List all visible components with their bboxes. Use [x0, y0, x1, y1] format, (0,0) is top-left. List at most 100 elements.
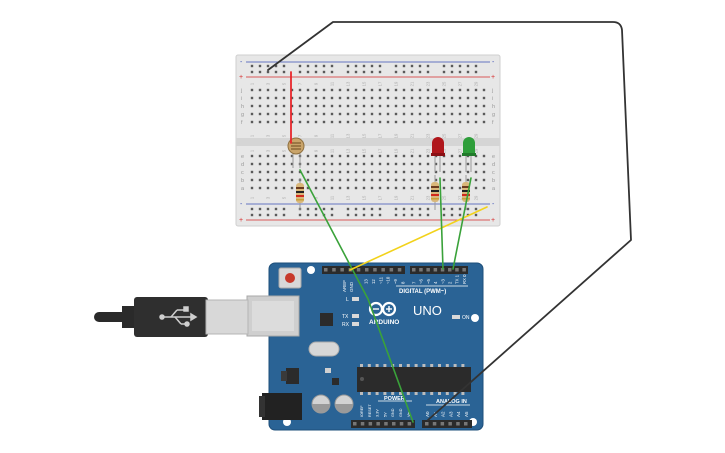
breadboard-hole[interactable] — [330, 162, 334, 166]
rail-hole[interactable] — [354, 70, 358, 74]
breadboard-hole[interactable] — [314, 178, 318, 182]
breadboard-hole[interactable] — [290, 120, 294, 124]
rail-hole[interactable] — [362, 70, 366, 74]
rail-hole[interactable] — [466, 70, 470, 74]
header-pin[interactable] — [456, 422, 460, 426]
breadboard-hole[interactable] — [290, 154, 294, 158]
breadboard-hole[interactable] — [370, 154, 374, 158]
breadboard-hole[interactable] — [258, 162, 262, 166]
breadboard-hole[interactable] — [322, 186, 326, 190]
breadboard-hole[interactable] — [282, 178, 286, 182]
rail-hole[interactable] — [394, 64, 398, 68]
rail-hole[interactable] — [354, 64, 358, 68]
breadboard-hole[interactable] — [458, 120, 462, 124]
breadboard-hole[interactable] — [250, 170, 254, 174]
rail-hole[interactable] — [306, 207, 310, 211]
breadboard-hole[interactable] — [354, 104, 358, 108]
header-pin[interactable] — [365, 268, 369, 272]
breadboard-hole[interactable] — [290, 112, 294, 116]
breadboard-hole[interactable] — [402, 162, 406, 166]
rail-hole[interactable] — [346, 213, 350, 217]
breadboard-hole[interactable] — [322, 104, 326, 108]
breadboard-hole[interactable] — [450, 88, 454, 92]
rail-hole[interactable] — [274, 207, 278, 211]
breadboard-hole[interactable] — [346, 162, 350, 166]
breadboard-hole[interactable] — [322, 120, 326, 124]
header-pin[interactable] — [368, 422, 373, 426]
breadboard-hole[interactable] — [386, 178, 390, 182]
breadboard-hole[interactable] — [466, 96, 470, 100]
breadboard-hole[interactable] — [258, 112, 262, 116]
rail-hole[interactable] — [314, 213, 318, 217]
rail-hole[interactable] — [426, 70, 430, 74]
breadboard-hole[interactable] — [394, 88, 398, 92]
rail-hole[interactable] — [474, 213, 478, 217]
rail-hole[interactable] — [266, 64, 270, 68]
rail-hole[interactable] — [314, 70, 318, 74]
header-pin[interactable] — [419, 268, 423, 272]
breadboard-hole[interactable] — [442, 186, 446, 190]
rail-hole[interactable] — [346, 64, 350, 68]
rail-hole[interactable] — [306, 64, 310, 68]
breadboard-hole[interactable] — [298, 170, 302, 174]
rail-hole[interactable] — [418, 213, 422, 217]
rail-hole[interactable] — [418, 70, 422, 74]
rail-hole[interactable] — [274, 213, 278, 217]
breadboard-hole[interactable] — [386, 154, 390, 158]
rail-hole[interactable] — [282, 213, 286, 217]
breadboard-hole[interactable] — [418, 162, 422, 166]
breadboard-hole[interactable] — [354, 120, 358, 124]
breadboard-hole[interactable] — [306, 104, 310, 108]
breadboard-hole[interactable] — [330, 88, 334, 92]
rail-hole[interactable] — [378, 64, 382, 68]
rail-hole[interactable] — [442, 213, 446, 217]
rail-hole[interactable] — [362, 64, 366, 68]
breadboard-hole[interactable] — [306, 112, 310, 116]
breadboard-hole[interactable] — [474, 96, 478, 100]
breadboard-hole[interactable] — [426, 120, 430, 124]
header-pin[interactable] — [360, 422, 365, 426]
breadboard-hole[interactable] — [426, 178, 430, 182]
breadboard-hole[interactable] — [314, 104, 318, 108]
header-pin[interactable] — [384, 422, 388, 426]
breadboard-hole[interactable] — [394, 96, 398, 100]
rail-hole[interactable] — [354, 213, 358, 217]
breadboard-hole[interactable] — [474, 186, 478, 190]
breadboard-hole[interactable] — [282, 112, 286, 116]
breadboard-hole[interactable] — [458, 162, 462, 166]
rail-hole[interactable] — [266, 213, 270, 217]
breadboard-hole[interactable] — [458, 178, 462, 182]
breadboard-hole[interactable] — [394, 112, 398, 116]
breadboard-hole[interactable] — [250, 112, 254, 116]
breadboard-hole[interactable] — [378, 120, 382, 124]
breadboard-hole[interactable] — [338, 186, 342, 190]
header-pin[interactable] — [440, 268, 445, 272]
breadboard-hole[interactable] — [322, 96, 326, 100]
rail-hole[interactable] — [370, 70, 374, 74]
rail-hole[interactable] — [394, 213, 398, 217]
breadboard-hole[interactable] — [410, 120, 414, 124]
breadboard-hole[interactable] — [282, 162, 286, 166]
rail-hole[interactable] — [370, 213, 374, 217]
breadboard-hole[interactable] — [474, 178, 478, 182]
breadboard-hole[interactable] — [426, 170, 430, 174]
breadboard-hole[interactable] — [482, 154, 486, 158]
rail-hole[interactable] — [330, 207, 334, 211]
rail-hole[interactable] — [298, 64, 302, 68]
breadboard-hole[interactable] — [386, 186, 390, 190]
rail-hole[interactable] — [402, 207, 406, 211]
breadboard-hole[interactable] — [442, 170, 446, 174]
wire-black-gnd-loop[interactable] — [267, 21, 632, 421]
breadboard-hole[interactable] — [386, 112, 390, 116]
breadboard-hole[interactable] — [402, 88, 406, 92]
rail-hole[interactable] — [410, 70, 414, 74]
rail-hole[interactable] — [370, 64, 374, 68]
breadboard-hole[interactable] — [378, 104, 382, 108]
breadboard-hole[interactable] — [306, 162, 310, 166]
breadboard-hole[interactable] — [466, 120, 470, 124]
breadboard-hole[interactable] — [322, 88, 326, 92]
breadboard-hole[interactable] — [394, 178, 398, 182]
rail-hole[interactable] — [346, 70, 350, 74]
breadboard-hole[interactable] — [378, 112, 382, 116]
breadboard-hole[interactable] — [394, 186, 398, 190]
